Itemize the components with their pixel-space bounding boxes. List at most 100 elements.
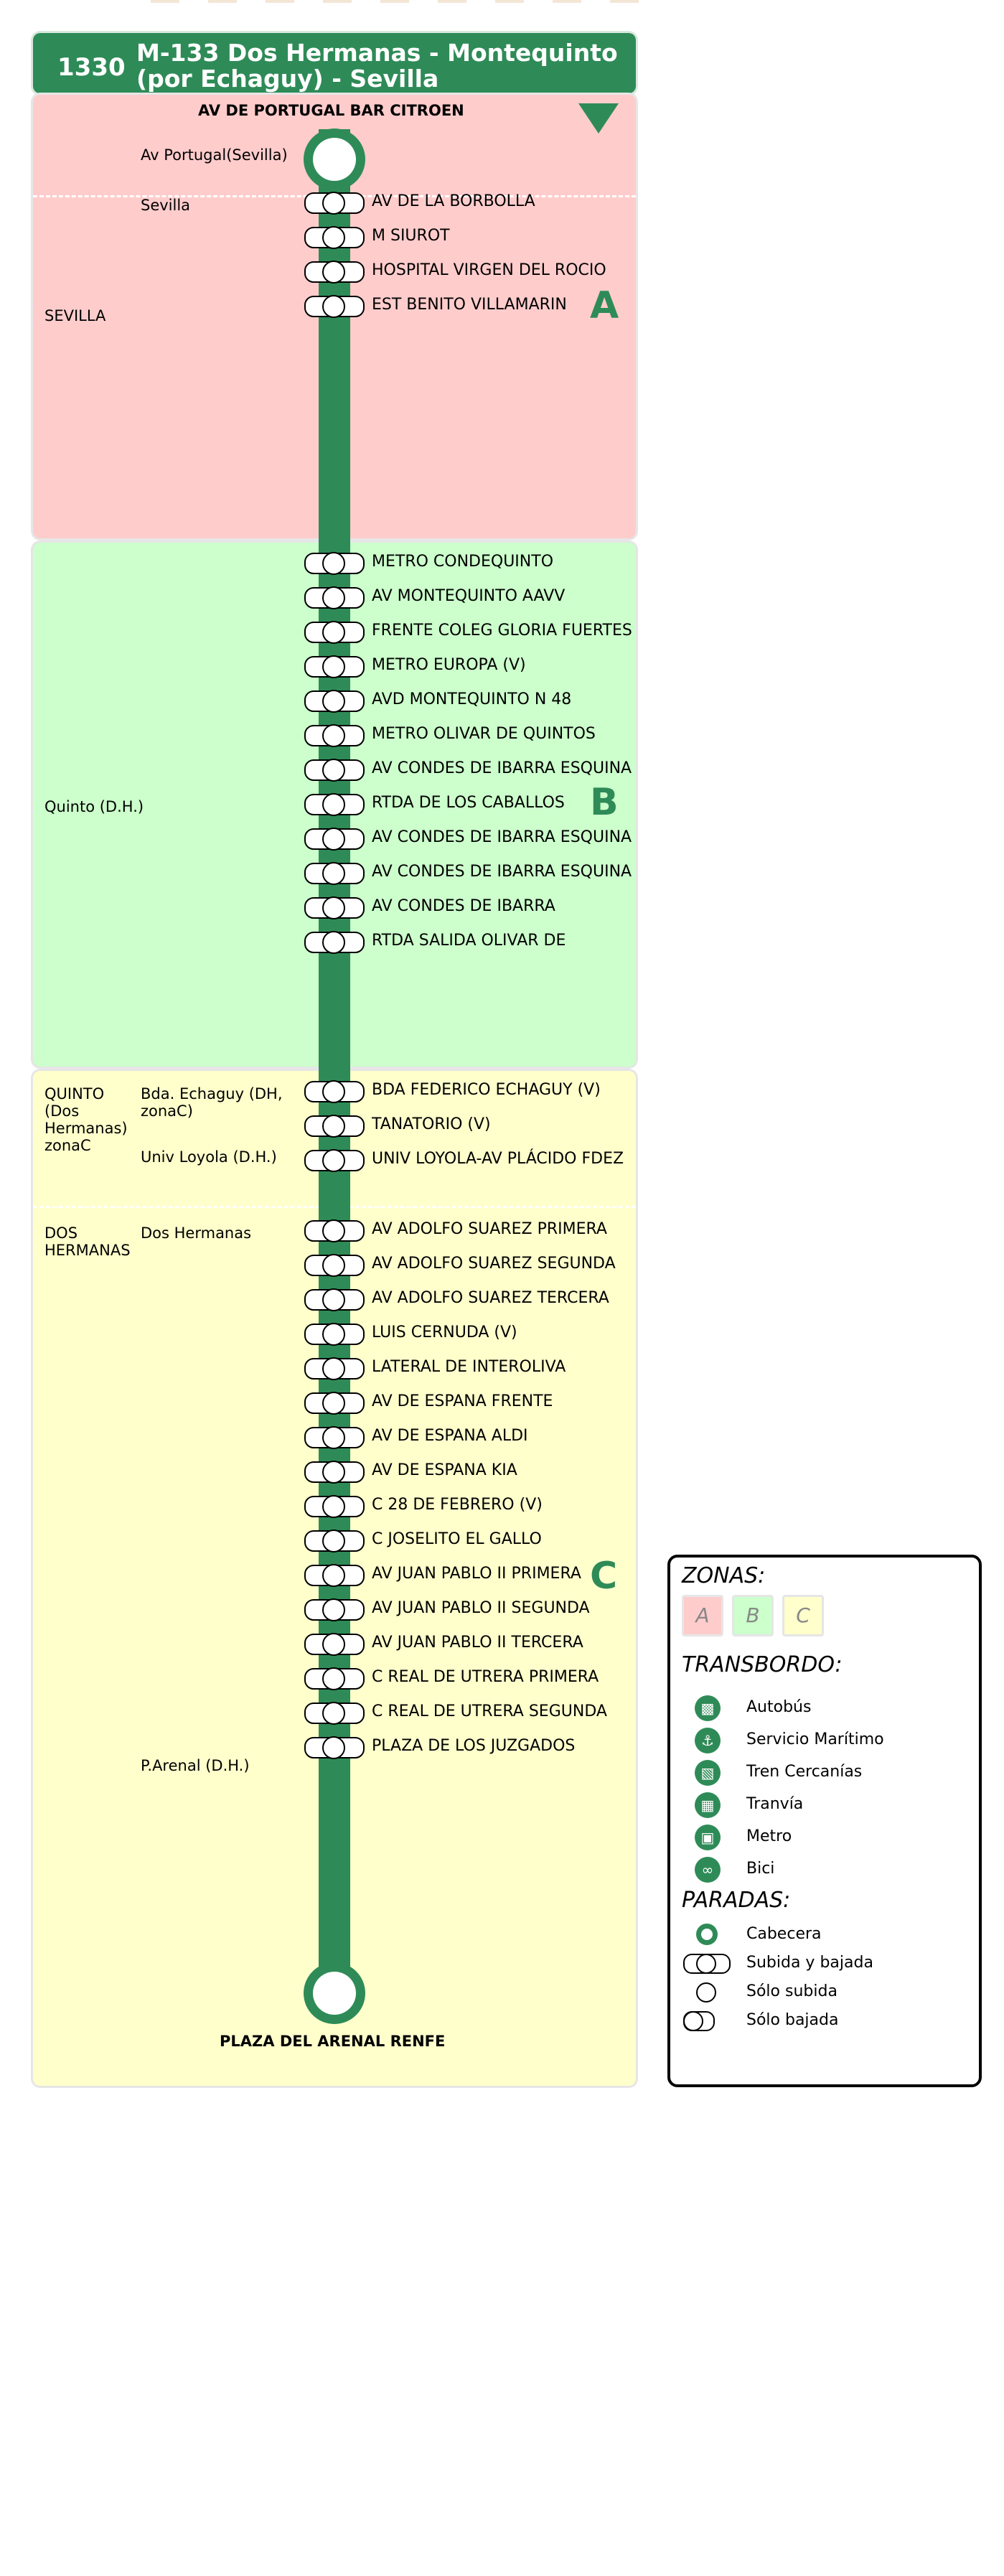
stop-label: AV MONTEQUINTO AAVV [372, 587, 566, 605]
stop-marker[interactable] [304, 896, 365, 919]
direction-arrow-icon [578, 103, 619, 134]
legend-transfer-label: Servicio Marítimo [746, 1730, 884, 1748]
stop-marker[interactable] [304, 1633, 365, 1656]
stop-marker[interactable] [304, 1323, 365, 1346]
stop-marker[interactable] [304, 1357, 365, 1380]
stop-label: RTDA DE LOS CABALLOS [372, 794, 565, 812]
stop-label: HOSPITAL VIRGEN DEL ROCIO [372, 261, 606, 279]
stop-label: AV DE ESPANA KIA [372, 1461, 517, 1479]
stop-marker[interactable] [304, 261, 365, 284]
stop-marker[interactable] [304, 1564, 365, 1587]
stop-marker[interactable] [304, 1149, 365, 1172]
locality-label: Sevilla [141, 197, 191, 214]
municipality-label: Quinto (D.H.) [44, 798, 144, 815]
stop-marker[interactable] [304, 1426, 365, 1449]
stop-marker[interactable] [304, 1080, 365, 1103]
stop-marker[interactable] [304, 621, 365, 644]
stop-marker[interactable] [304, 1702, 365, 1725]
municipality-label: SEVILLA [44, 307, 106, 324]
municipality-label: DOS HERMANAS [44, 1224, 131, 1259]
legend-stops-title: PARADAS: [682, 1888, 791, 1913]
stop-marker[interactable] [304, 1115, 365, 1138]
stop-marker[interactable] [304, 690, 365, 713]
top-decoration [151, 0, 179, 3]
top-decoration [438, 0, 466, 3]
stop-marker[interactable] [304, 793, 365, 816]
stop-label: LATERAL DE INTEROLIVA [372, 1358, 566, 1376]
legend-stop-type: Sólo bajada [746, 2011, 839, 2029]
route-title-line2: (por Echaguy) - Sevilla [136, 65, 439, 93]
metro-icon: ▣ [695, 1825, 721, 1850]
legend-zone-b: B [732, 1595, 774, 1636]
stop-marker[interactable] [304, 192, 365, 215]
legend-transfer-label: Autobús [746, 1698, 812, 1716]
stop-marker[interactable] [304, 724, 365, 747]
legend-zones-title: ZONAS: [682, 1563, 766, 1588]
stop-label: AV JUAN PABLO II PRIMERA [372, 1565, 581, 1583]
stop-marker[interactable] [304, 1254, 365, 1277]
stop-label: AV DE ESPANA ALDI [372, 1427, 528, 1445]
municipality-label: QUINTO (Dos Hermanas) zonaC [44, 1085, 128, 1154]
stop-label: AV CONDES DE IBARRA ESQUINA [372, 863, 632, 881]
stop-marker[interactable] [304, 1530, 365, 1552]
locality-label: Dos Hermanas [141, 1224, 252, 1242]
stop-label: BDA FEDERICO ECHAGUY (V) [372, 1081, 601, 1099]
tram-icon: ▦ [695, 1792, 721, 1818]
stop-label: METRO EUROPA (V) [372, 656, 526, 674]
legend-transfer-label: Bici [746, 1860, 775, 1878]
stop-label: RTDA SALIDA OLIVAR DE [372, 932, 566, 950]
stop-marker[interactable] [304, 1736, 365, 1759]
stop-label: C 28 DE FEBRERO (V) [372, 1496, 543, 1514]
stop-marker[interactable] [304, 1392, 365, 1415]
stop-label: LUIS CERNUDA (V) [372, 1324, 517, 1341]
top-decoration [208, 0, 237, 3]
legend-transfer-title: TRANSBORDO: [682, 1652, 843, 1677]
stop-label: C JOSELITO EL GALLO [372, 1530, 542, 1548]
locality-label: P.Arenal (D.H.) [141, 1757, 250, 1774]
origin-terminal-marker[interactable] [304, 128, 365, 190]
stop-marker[interactable] [304, 1288, 365, 1311]
origin-terminal-label: AV DE PORTUGAL BAR CITROEN [198, 102, 464, 119]
top-decoration [380, 0, 409, 3]
legend-zone-c: C [782, 1595, 824, 1636]
stop-marker[interactable] [304, 1667, 365, 1690]
stop-marker[interactable] [304, 1461, 365, 1484]
stop-label: M SIUROT [372, 227, 450, 245]
stop-marker[interactable] [304, 1598, 365, 1621]
stop-marker[interactable] [304, 862, 365, 885]
stop-label: METRO OLIVAR DE QUINTOS [372, 725, 596, 743]
stop-marker[interactable] [304, 226, 365, 249]
destination-terminal-label: PLAZA DEL ARENAL RENFE [220, 2033, 446, 2050]
zone-letter: B [590, 781, 619, 824]
destination-terminal-marker[interactable] [304, 1962, 365, 2024]
stop-label: EST BENITO VILLAMARIN [372, 296, 567, 314]
stop-label: METRO CONDEQUINTO [372, 553, 554, 571]
stop-marker[interactable] [304, 1219, 365, 1242]
locality-label: Av Portugal(Sevilla) [141, 146, 288, 164]
legend-stop-type: Cabecera [746, 1925, 822, 1943]
stop-label: PLAZA DE LOS JUZGADOS [372, 1737, 576, 1755]
stop-label: AV CONDES DE IBARRA ESQUINA [372, 759, 632, 777]
stop-marker[interactable] [304, 759, 365, 782]
stop-label: AVD MONTEQUINTO N 48 [372, 690, 572, 708]
stop-marker[interactable] [304, 295, 365, 318]
top-decoration [323, 0, 352, 3]
stop-marker[interactable] [304, 1495, 365, 1518]
route-code: 1330 [57, 53, 126, 82]
board-alight-stop-icon [696, 1954, 716, 1974]
legend-stop-type: Sólo subida [746, 1982, 838, 2000]
stop-marker[interactable] [304, 931, 365, 954]
stop-marker[interactable] [304, 586, 365, 609]
stop-label: AV DE ESPANA FRENTE [372, 1392, 553, 1410]
terminal-stop-icon [696, 1924, 718, 1945]
stop-label: FRENTE COLEG GLORIA FUERTES [372, 622, 632, 640]
stop-label: AV JUAN PABLO II SEGUNDA [372, 1599, 590, 1617]
stop-marker[interactable] [304, 828, 365, 851]
stop-label: AV CONDES DE IBARRA [372, 897, 555, 915]
stop-marker[interactable] [304, 655, 365, 678]
legend-transfer-label: Tren Cercanías [746, 1763, 863, 1781]
stop-marker[interactable] [304, 552, 365, 575]
board-only-stop-icon [696, 1982, 716, 2003]
stop-label: UNIV LOYOLA-AV PLÁCIDO FDEZ [372, 1150, 624, 1168]
bike-icon: ∞ [695, 1857, 721, 1883]
